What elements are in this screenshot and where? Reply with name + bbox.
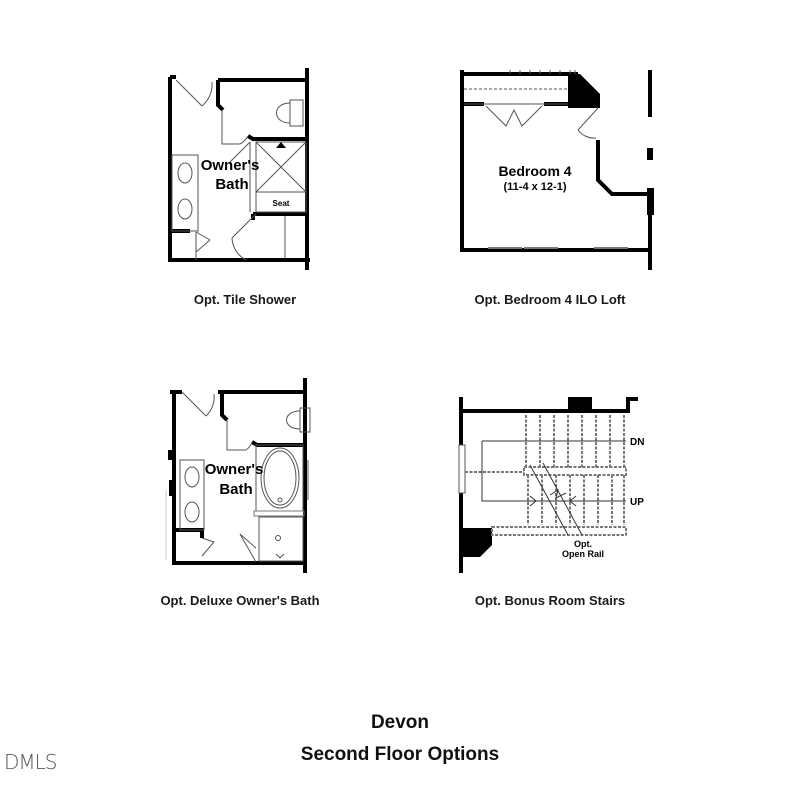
room-label-bedroom-4: Bedroom 4 bbox=[498, 163, 571, 179]
up-label: UP bbox=[630, 497, 644, 508]
sheet-title: Second Floor Options bbox=[300, 744, 500, 765]
room-label-owners-bath: Owner's bbox=[201, 157, 260, 174]
watermark-logo: DMLS bbox=[4, 750, 57, 774]
caption-bedroom-4: Opt. Bedroom 4 ILO Loft bbox=[474, 292, 626, 307]
caption-tile-shower: Opt. Tile Shower bbox=[193, 292, 297, 307]
bonus-stairs-plan: DN UP Opt. Open Rail bbox=[458, 397, 644, 573]
open-rail-note-line2: Open Rail bbox=[562, 549, 604, 559]
deluxe-bath-plan: Owner's Bath bbox=[165, 378, 311, 573]
seat-label: Seat bbox=[273, 199, 290, 208]
tile-shower-plan: Owner's Bath Seat bbox=[168, 68, 310, 270]
room-label-bath: Bath bbox=[215, 176, 248, 193]
caption-deluxe-bath: Opt. Deluxe Owner's Bath bbox=[160, 593, 320, 608]
room-label-owners-bath: Owner's bbox=[205, 461, 264, 478]
room-label-bath: Bath bbox=[219, 481, 252, 498]
open-rail-note-line1: Opt. bbox=[574, 539, 592, 549]
bedroom-4-plan: Bedroom 4 (11-4 x 12-1) bbox=[460, 70, 654, 270]
down-label: DN bbox=[630, 437, 644, 448]
caption-bonus-stairs: Opt. Bonus Room Stairs bbox=[474, 593, 626, 608]
room-dimensions: (11-4 x 12-1) bbox=[504, 181, 567, 193]
plan-name: Devon bbox=[370, 712, 430, 733]
